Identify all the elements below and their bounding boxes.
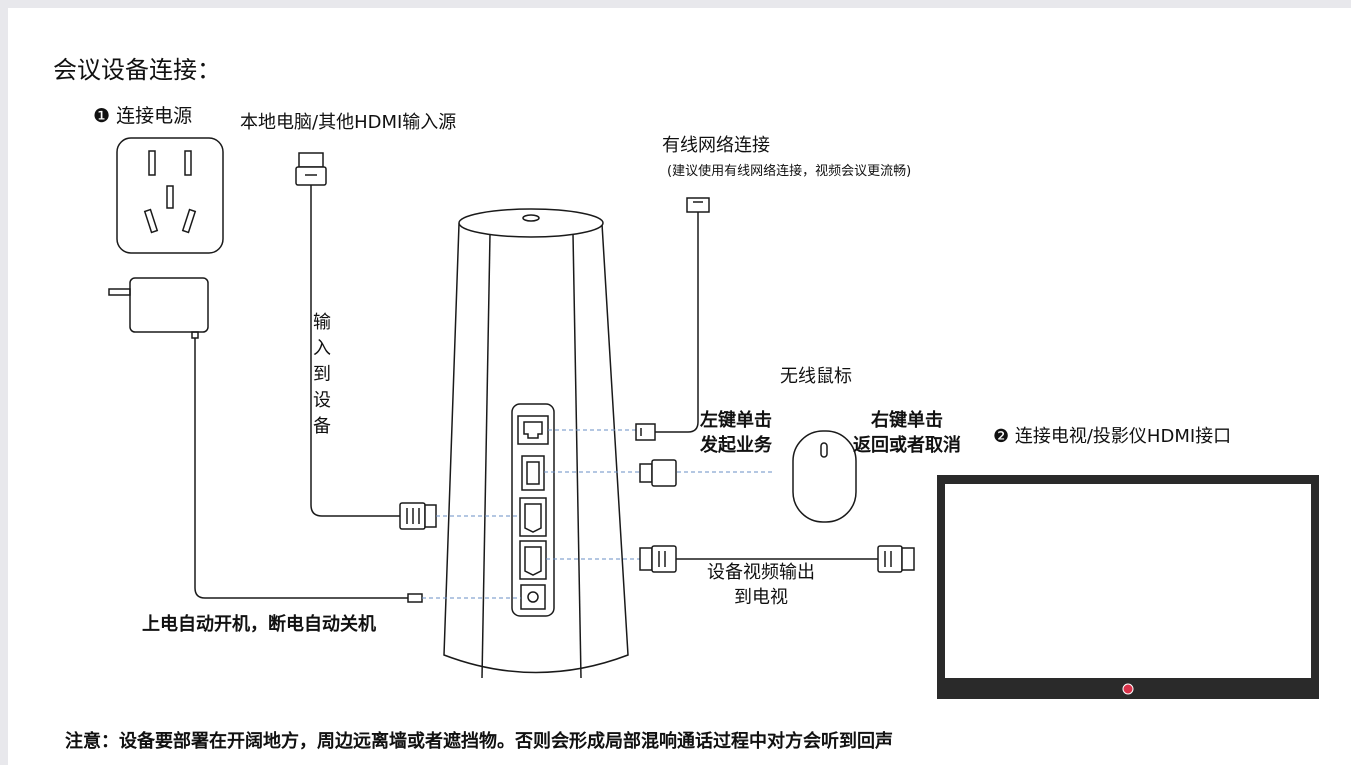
hdmi-input-cable: [310, 185, 400, 517]
usb-dongle-icon: [639, 459, 677, 487]
ethernet-plug-top-icon: [686, 197, 710, 213]
video-output-line2: 到电视: [734, 587, 788, 608]
power-step-label: ❶ 连接电源: [93, 105, 193, 127]
power-note: 上电自动开机，断电自动关机: [142, 614, 376, 635]
device-ports: [517, 415, 549, 610]
right-click-line1: 右键单击: [871, 410, 943, 431]
video-output-line1: 设备视频输出: [707, 562, 815, 583]
left-click-line2: 发起业务: [700, 435, 772, 456]
hdmi-output-plug-left-icon: [639, 545, 677, 573]
hdmi-input-plug-icon: [295, 152, 327, 186]
dashed-guides: [422, 429, 775, 599]
right-click-note: 右键单击 返回或者取消: [853, 408, 961, 458]
power-plug-tip: [407, 593, 423, 603]
page-title: 会议设备连接：: [53, 56, 221, 84]
ethernet-plug-bottom-icon: [635, 423, 656, 441]
power-cable: [194, 338, 408, 599]
left-click-note: 左键单击 发起业务: [700, 408, 772, 458]
network-hint: (建议使用有线网络连接，视频会议更流畅): [667, 164, 912, 179]
hdmi-output-plug-right-icon: [877, 545, 915, 573]
mouse-label: 无线鼠标: [780, 366, 852, 387]
tv-monitor-icon: [937, 475, 1319, 699]
power-socket-icon: [116, 137, 224, 254]
dc-power-port-icon: [520, 584, 546, 610]
network-label: 有线网络连接: [662, 135, 770, 156]
video-output-note: 设备视频输出 到电视: [707, 560, 815, 610]
power-adapter-icon: [108, 277, 209, 339]
tv-step-label: ❷ 连接电视/投影仪HDMI接口: [993, 426, 1232, 447]
notice-text: 注意：设备要部署在开阔地方，周边远离墙或者遮挡物。否则会形成局部混响通话过程中对…: [65, 731, 893, 752]
ethernet-cable: [655, 212, 699, 433]
hdmi-input-connector-icon: [399, 502, 437, 530]
hdmi-input-vertical-label: 输入到设备: [313, 312, 331, 437]
wireless-mouse-icon: [792, 430, 857, 523]
right-click-line2: 返回或者取消: [853, 435, 961, 456]
hdmi-source-label: 本地电脑/其他HDMI输入源: [240, 112, 457, 133]
left-click-line1: 左键单击: [700, 410, 772, 431]
